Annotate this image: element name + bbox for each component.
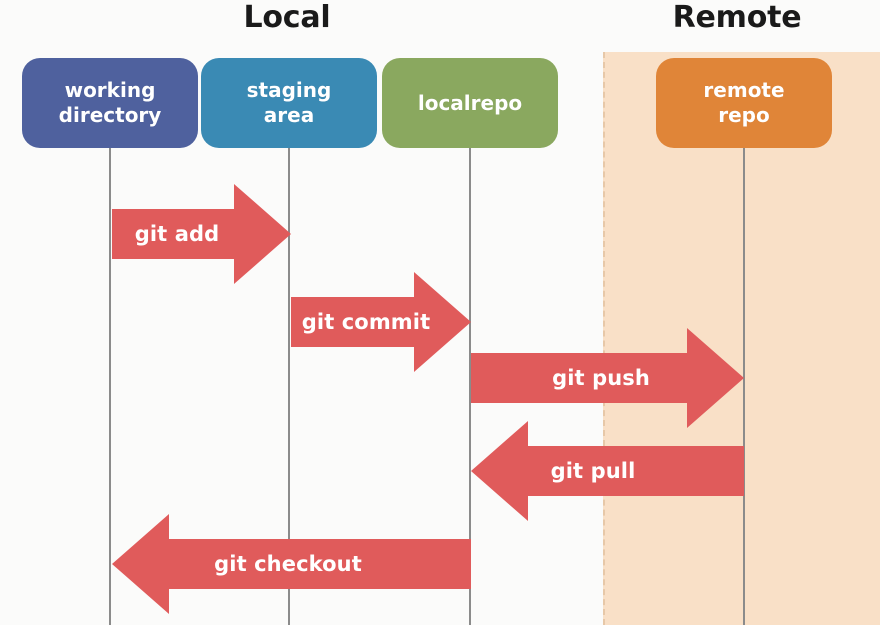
node-working-directory-label: working directory xyxy=(58,78,162,127)
section-title-remote: Remote xyxy=(672,0,802,35)
lifeline-working-directory xyxy=(109,148,111,625)
arrow-label-git-commit: git commit xyxy=(301,310,431,334)
lifeline-staging-area xyxy=(288,148,290,625)
lifeline-remote-repo xyxy=(743,148,745,625)
arrow-label-git-push: git push xyxy=(552,366,650,390)
node-remote-repo-label: remote repo xyxy=(703,78,785,127)
node-staging-area-label: staging area xyxy=(246,78,332,127)
node-localrepo-label: localrepo xyxy=(417,90,523,115)
node-remote-repo[interactable]: remote repo xyxy=(656,58,832,148)
section-title-local: Local xyxy=(243,0,331,35)
node-staging-area[interactable]: staging area xyxy=(201,58,377,148)
arrow-label-git-add: git add xyxy=(134,222,220,246)
node-localrepo[interactable]: localrepo xyxy=(382,58,558,148)
arrow-label-git-pull: git pull xyxy=(550,459,636,483)
lifeline-localrepo xyxy=(469,148,471,625)
arrow-label-git-checkout: git checkout xyxy=(214,552,362,576)
node-working-directory[interactable]: working directory xyxy=(22,58,198,148)
